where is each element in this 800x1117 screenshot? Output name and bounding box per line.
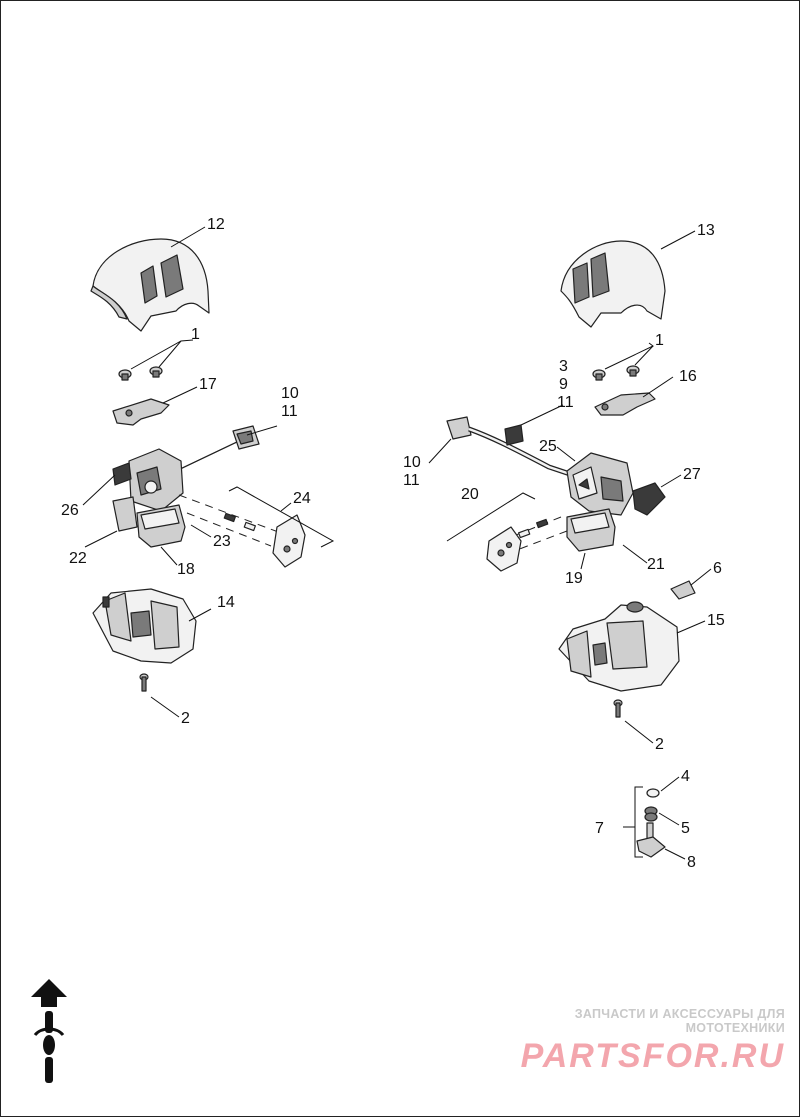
explode-line-right-b <box>508 530 568 554</box>
screw-lower-right <box>613 699 623 718</box>
label-7: 7 <box>595 820 604 837</box>
explode-line-right <box>500 516 562 542</box>
label-21: 21 <box>647 556 665 573</box>
upper-housing-cover-right <box>560 240 666 328</box>
label-11-right-top: 11 <box>557 394 574 411</box>
explode-line-left <box>178 494 282 534</box>
label-10-left: 10 <box>281 385 299 402</box>
small-insert-right <box>670 580 696 600</box>
label-16: 16 <box>679 368 697 385</box>
upper-housing-cover-left <box>90 238 210 332</box>
bracket-left <box>112 398 170 426</box>
label-12: 12 <box>207 216 225 233</box>
label-1-right: 1 <box>655 332 664 349</box>
screw-left-b <box>149 366 163 378</box>
label-15: 15 <box>707 612 725 629</box>
leader-lines <box>82 226 712 860</box>
label-11-right: 11 <box>403 472 420 489</box>
motorcycle-icon <box>33 1011 65 1083</box>
screw-left-a <box>118 369 132 381</box>
label-27: 27 <box>683 466 701 483</box>
bracket-right <box>594 392 656 416</box>
switch-housing-right <box>566 452 634 516</box>
label-1-left: 1 <box>191 326 200 343</box>
label-18: 18 <box>177 561 195 578</box>
switch-bracket-left <box>112 496 138 532</box>
label-2-right: 2 <box>655 736 664 753</box>
label-10-right: 10 <box>403 454 421 471</box>
switch-cap-left <box>272 514 306 568</box>
switch-button-right <box>566 508 616 552</box>
bracket-20-right <box>446 492 536 542</box>
forward-arrow-icon <box>31 979 67 1007</box>
part-number-labels: 12 13 1 1 17 16 3 9 10 11 11 10 11 25 27… <box>61 216 725 871</box>
switch-button-left <box>136 504 186 548</box>
label-9: 9 <box>559 376 568 393</box>
label-17: 17 <box>199 376 217 393</box>
screw-lower-left <box>139 673 149 692</box>
knob <box>636 822 666 858</box>
screw-right-b <box>626 365 640 377</box>
label-5: 5 <box>681 820 690 837</box>
label-20: 20 <box>461 486 479 503</box>
switch-cap-right <box>486 526 522 572</box>
bracket-7 <box>634 786 643 858</box>
label-14: 14 <box>217 594 235 611</box>
spring <box>644 806 658 822</box>
watermark-brand: PARTSFOR.RU <box>520 1037 785 1075</box>
label-26: 26 <box>61 502 79 519</box>
switch-housing-left <box>112 448 184 512</box>
label-6: 6 <box>713 560 722 577</box>
label-11-left: 11 <box>281 403 298 420</box>
screw-right-a <box>592 369 606 381</box>
switch-pins-left <box>223 512 256 532</box>
wiring-harness-left <box>175 425 260 472</box>
switch-connector-right <box>632 482 666 516</box>
label-4: 4 <box>681 768 690 785</box>
label-19: 19 <box>565 570 583 587</box>
label-13: 13 <box>697 222 715 239</box>
label-22: 22 <box>69 550 87 567</box>
watermark-tagline: ЗАПЧАСТИ И АКСЕССУАРЫ ДЛЯ МОТОТЕХНИКИ <box>574 1007 785 1035</box>
wiring-harness-right <box>446 416 580 480</box>
label-2-left: 2 <box>181 710 190 727</box>
watermark: ЗАПЧАСТИ И АКСЕССУАРЫ ДЛЯ МОТОТЕХНИКИ PA… <box>475 1007 785 1076</box>
label-24: 24 <box>293 490 311 507</box>
bracket-24-left <box>228 486 335 548</box>
label-25: 25 <box>539 438 557 455</box>
explode-line-left-b <box>186 512 272 547</box>
label-23: 23 <box>213 533 231 550</box>
lower-housing-left <box>92 588 197 664</box>
switch-pins-right <box>518 518 549 539</box>
label-8: 8 <box>687 854 696 871</box>
label-3: 3 <box>559 358 568 375</box>
retaining-clip <box>646 788 660 798</box>
lower-housing-right <box>558 601 680 692</box>
